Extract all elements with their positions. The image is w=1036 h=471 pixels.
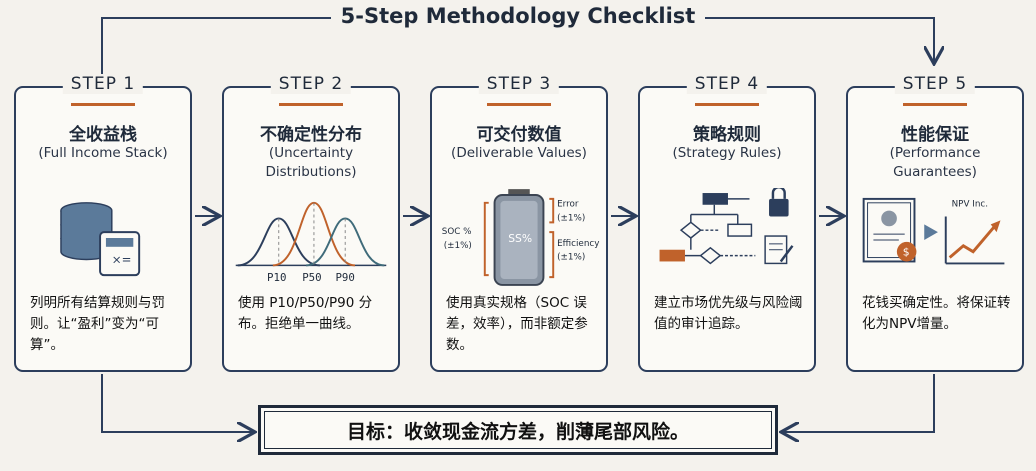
battery-label: SS% [508, 232, 532, 245]
step-description: 使用真实规格（SOC 误差，效率），而非额定参数。 [446, 295, 588, 353]
step-title-cn: 不确定性分布 [260, 125, 362, 145]
step-title-cn: 策略规则 [693, 125, 761, 145]
database-calculator-icon: × = [60, 202, 141, 277]
npv-label: NPV Inc. [952, 200, 988, 210]
step-underline [903, 103, 967, 106]
p90-label: P90 [335, 271, 354, 284]
step-underline [695, 103, 759, 106]
flowchart-lock-icon [659, 188, 794, 265]
step-title-en: (Strategy Rules) [672, 145, 782, 161]
step-label: STEP 5 [894, 74, 976, 94]
step-description: 建立市场优先级与风险阈值的审计追踪。 [654, 295, 803, 332]
step-underline [71, 103, 135, 106]
step-title-cn: 性能保证 [901, 125, 969, 145]
goal-box: 目标：收敛现金流方差，削薄尾部风险。 [258, 405, 778, 455]
step-title-en: (Deliverable Values) [451, 145, 587, 161]
efficiency-label: Efficiency [557, 239, 599, 249]
step-underline [279, 103, 343, 106]
step-underline [487, 103, 551, 106]
error-label: Error [557, 200, 579, 210]
step-description: 列明所有结算规则与罚则。让“盈利”变为“可算”。 [30, 295, 165, 353]
step-title-en: (Performance Guarantees) [889, 145, 981, 180]
step-label: STEP 1 [62, 74, 144, 94]
svg-text:=: = [122, 252, 132, 266]
page-title: 5-Step Methodology Checklist [0, 4, 1036, 28]
step-description: 使用 P10/P50/P90 分布。拒绝单一曲线。 [238, 295, 373, 332]
step-title-en: (Full Income Stack) [38, 145, 168, 161]
step-title-cn: 可交付数值 [476, 125, 562, 145]
distribution-curves-icon: P10 P50 P90 [235, 201, 387, 284]
soc-label: SOC % [442, 227, 472, 237]
step-label: STEP 2 [270, 74, 352, 94]
error-tolerance: (±1%) [557, 213, 585, 223]
svg-text:×: × [112, 252, 122, 266]
step-title-cn: 全收益栈 [69, 125, 137, 145]
svg-text:$: $ [903, 246, 910, 259]
certificate-chart-icon: $ NPV Inc. [862, 197, 1005, 265]
soc-tolerance: (±1%) [444, 241, 472, 251]
battery-icon: SS% SOC % (±1%) Error (±1%) Efficiency (… [442, 189, 599, 286]
p10-label: P10 [267, 271, 286, 284]
step-title-en: (Uncertainty Distributions) [265, 145, 357, 180]
step-card-2: STEP 2 不确定性分布 (Uncertainty Distributions… [222, 74, 400, 372]
step-card-4: STEP 4 策略规则 (Strategy Rules) 建立市场优先级与风险阈… [638, 74, 816, 372]
goal-text: 目标：收敛现金流方差，削薄尾部风险。 [346, 420, 689, 443]
step-card-3: STEP 3 可交付数值 (Deliverable Values) SS% SO… [430, 74, 608, 372]
p50-label: P50 [302, 271, 321, 284]
step-label: STEP 3 [478, 74, 560, 94]
efficiency-tolerance: (±1%) [557, 253, 585, 263]
step-card-1: STEP 1 全收益栈 (Full Income Stack) × = 列明所有… [14, 74, 192, 372]
step-description: 花钱买确定性。将保证转化为NPV增量。 [862, 295, 1011, 332]
step-label: STEP 4 [686, 74, 768, 94]
step-card-5: STEP 5 性能保证 (Performance Guarantees) $ N… [846, 74, 1024, 372]
